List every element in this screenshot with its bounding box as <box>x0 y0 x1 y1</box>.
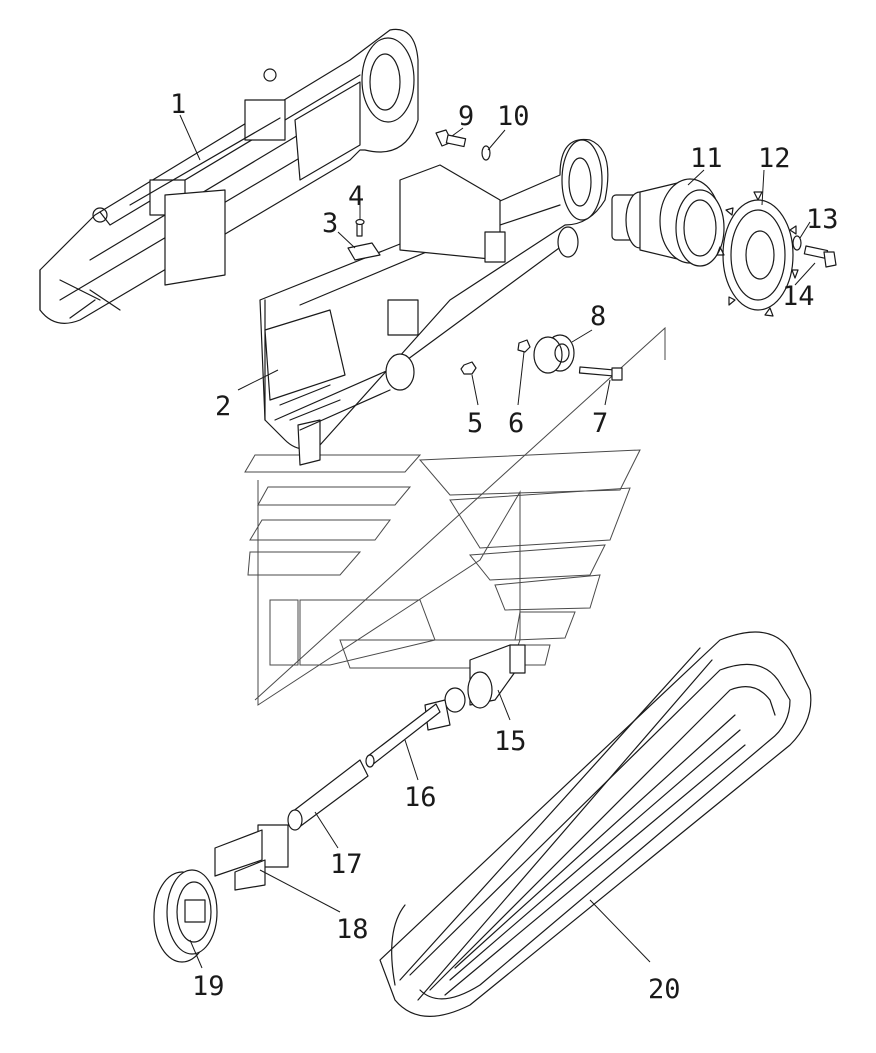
callout-18: 18 <box>336 914 369 945</box>
drive-sprocket <box>716 191 799 317</box>
bolt-9-washer-10 <box>435 129 491 161</box>
callout-15: 15 <box>494 726 527 757</box>
callout-4: 4 <box>348 181 364 212</box>
callout-13: 13 <box>806 204 839 235</box>
cover-plate-and-screw <box>347 218 381 261</box>
callout-1: 1 <box>170 89 186 120</box>
callout-8: 8 <box>590 301 606 332</box>
rubber-track <box>379 631 812 1017</box>
spring-rod <box>365 699 451 768</box>
leader-lines <box>179 114 816 969</box>
callout-2: 2 <box>215 391 231 422</box>
support-roller <box>517 334 623 381</box>
callout-19: 19 <box>192 971 225 1002</box>
callout-6: 6 <box>508 408 524 439</box>
callout-11: 11 <box>690 143 723 174</box>
tension-cylinder <box>444 644 526 713</box>
callout-17: 17 <box>330 849 363 880</box>
track-frame-right <box>259 138 609 466</box>
callout-3: 3 <box>322 208 338 239</box>
callout-10: 10 <box>497 101 530 132</box>
travel-motor <box>611 178 725 267</box>
spring-tube <box>287 759 369 831</box>
callout-5: 5 <box>467 408 483 439</box>
track-frame-left <box>39 28 419 324</box>
idler-wheel <box>153 869 218 963</box>
callout-20: 20 <box>648 974 681 1005</box>
callout-12: 12 <box>758 143 791 174</box>
callout-16: 16 <box>404 782 437 813</box>
callout-9: 9 <box>458 101 474 132</box>
nut-5 <box>460 361 477 375</box>
callout-14: 14 <box>782 281 815 312</box>
bolt-14-washer-13 <box>792 235 837 268</box>
idler-yoke <box>214 824 289 891</box>
callout-labels: 1 2 3 4 5 6 7 8 9 10 11 12 13 14 15 16 1… <box>170 89 839 1005</box>
callout-7: 7 <box>592 408 608 439</box>
